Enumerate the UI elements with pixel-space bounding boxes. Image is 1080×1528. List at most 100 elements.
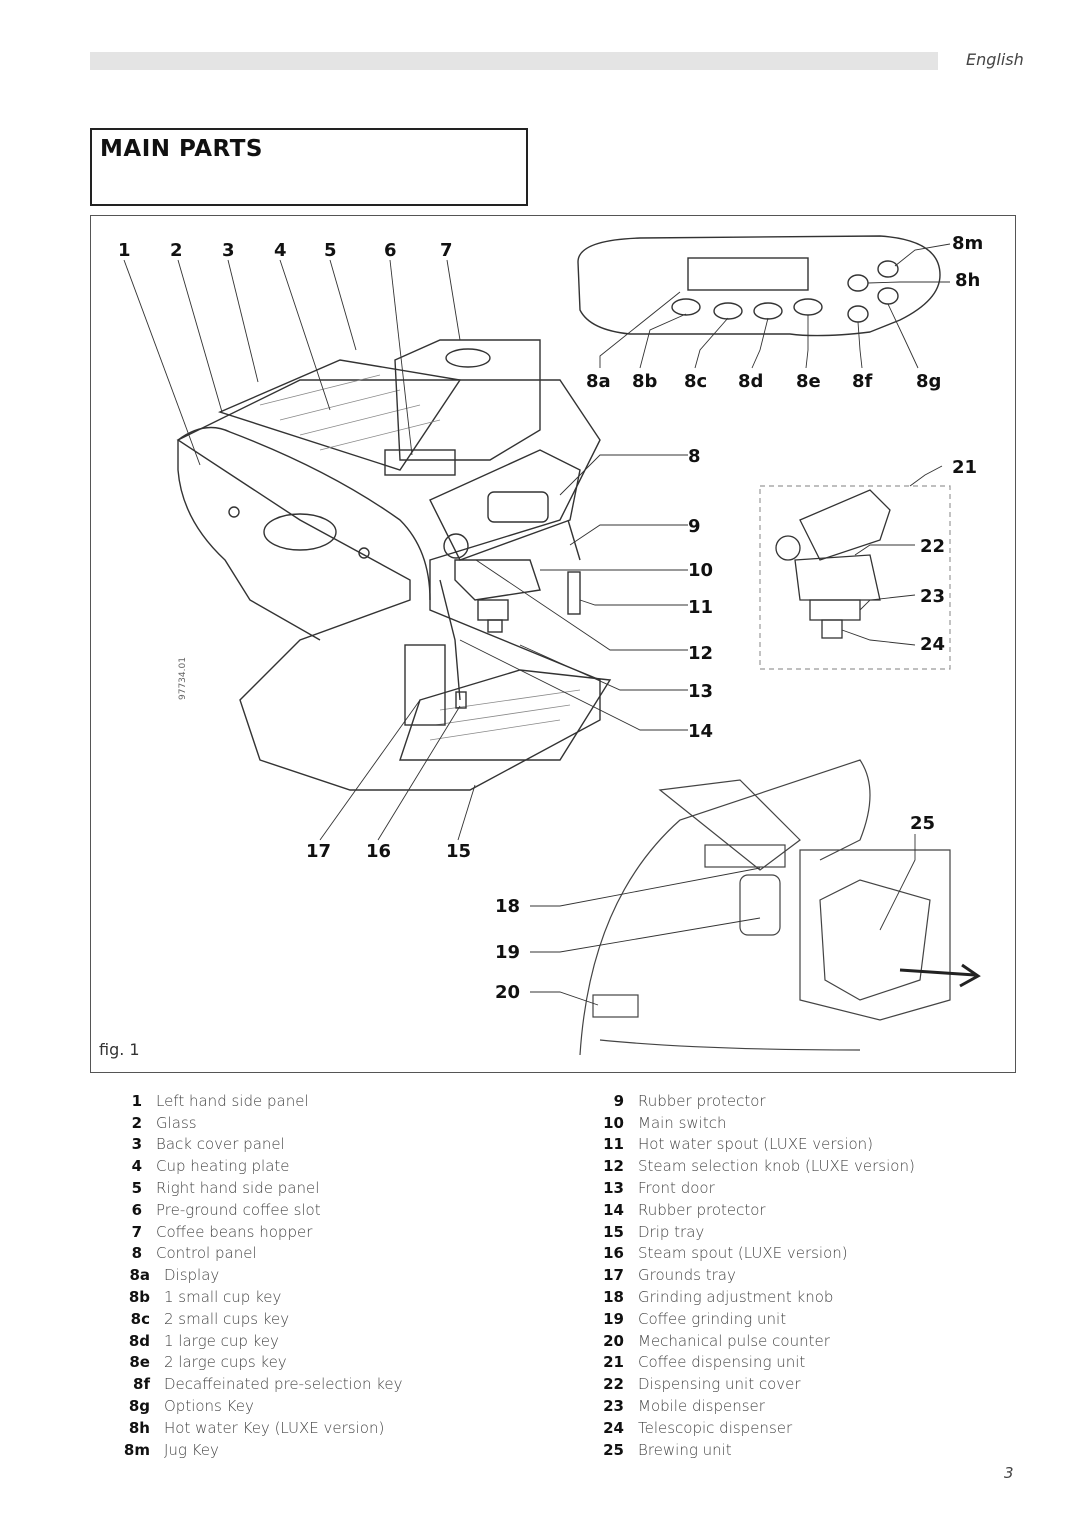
callout-3: 3 [222,240,235,261]
cup-heating-plate-shape [218,359,462,471]
callout-8g: 8g [916,371,942,392]
legend-item-label: Steam selection knob (LUXE version) [638,1157,915,1176]
callout-8e: 8e [796,371,821,392]
legend-item-label: Cup heating plate [156,1157,290,1176]
legend-item-label: Mechanical pulse counter [638,1331,830,1350]
legend-item-number: 8g [128,1397,150,1416]
figure-frame: fig. 1 [90,215,1016,1073]
side-window-shape [263,513,337,551]
legend-item: 8e 2 large cups key [96,1352,516,1374]
legend-item-number: 21 [603,1353,624,1372]
control-panel-inset [577,235,941,337]
legend-item-label: Grounds tray [638,1266,736,1285]
page-number: 3 [1004,1464,1014,1482]
legend-item: 8 Control panel [96,1243,516,1265]
legend-item-label: Glass [156,1113,197,1132]
callout-9: 9 [688,516,701,537]
section-title-box: MAIN PARTS [90,128,528,206]
legend-item-label: Dispensing unit cover [638,1375,801,1394]
legend-item-number: 2 [131,1113,142,1132]
callout-1: 1 [118,240,131,261]
drip-tray-shape [399,669,612,761]
legend-item-number: 6 [131,1200,142,1219]
callout-6: 6 [384,240,397,261]
legend-item-label: Drip tray [638,1222,705,1241]
legend-item-number: 8h [128,1418,150,1437]
legend-item-label: Steam spout (LUXE version) [638,1244,848,1263]
legend-item-number: 25 [603,1440,624,1459]
legend-item-label: Left hand side panel [156,1091,309,1110]
legend-item-label: Brewing unit [638,1440,732,1459]
section-title: MAIN PARTS [100,136,263,162]
legend-item: 10 Main switch [578,1112,1018,1134]
legend-item: 20 Mechanical pulse counter [578,1330,1018,1352]
hopper-shape [394,339,541,461]
legend-item-label: Options Key [164,1397,254,1416]
callout-2: 2 [170,240,183,261]
dispensing-unit-inset [759,485,951,670]
legend-item-number: 8m [123,1440,150,1459]
legend-item: 25 Brewing unit [578,1439,1018,1461]
callout-4: 4 [274,240,287,261]
callout-5: 5 [324,240,337,261]
legend-item-number: 8c [130,1309,150,1328]
callout-8m: 8m [952,233,984,254]
legend-item-number: 3 [131,1135,142,1154]
legend-item-number: 8a [129,1266,150,1285]
callout-15: 15 [446,841,472,862]
legend-item-number: 23 [603,1397,624,1416]
callout-13: 13 [688,681,714,702]
legend-item: 8h Hot water Key (LUXE version) [96,1417,516,1439]
callout-24: 24 [920,634,946,655]
legend-item-label: Grinding adjustment knob [638,1288,834,1307]
figure-caption: fig. 1 [99,1040,140,1059]
legend-item-number: 8e [129,1353,150,1372]
callout-16: 16 [366,841,392,862]
legend-item-label: Rubber protector [638,1091,766,1110]
legend-item-label: 2 large cups key [164,1353,287,1372]
legend-item-label: 1 small cup key [164,1288,282,1307]
legend-item-label: Main switch [638,1113,727,1132]
callout-22: 22 [920,536,946,557]
machine-body-outline [176,379,601,791]
legend-item-number: 9 [613,1091,624,1110]
legend-item-number: 14 [603,1200,624,1219]
legend-item-number: 10 [603,1113,624,1132]
legend-item-label: Coffee dispensing unit [638,1353,806,1372]
callout-11: 11 [688,597,714,618]
brewing-unit-illustration [579,759,981,1056]
legend-item-number: 8 [131,1244,142,1263]
legend-item-label: Control panel [156,1244,257,1263]
callout-18: 18 [495,896,521,917]
callout-23: 23 [920,586,946,607]
language-label: English [966,50,1024,69]
legend-item-number: 11 [603,1135,624,1154]
legend-item-label: Hot water Key (LUXE version) [164,1418,385,1437]
legend-item-label: Display [164,1266,220,1285]
callout-14: 14 [688,721,714,742]
legend-item-number: 20 [603,1331,624,1350]
callout-17: 17 [306,841,332,862]
callout-20: 20 [495,982,521,1003]
callout-21: 21 [952,457,978,478]
legend-item-label: Coffee beans hopper [156,1222,313,1241]
callout-7: 7 [440,240,453,261]
